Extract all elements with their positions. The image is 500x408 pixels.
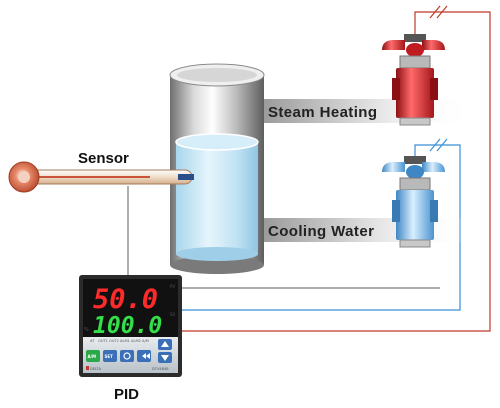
indicator-at: AT [90, 339, 95, 343]
brand-text: DELTA [90, 367, 101, 371]
control-wiring [127, 5, 491, 332]
indicator-alm2: ALM2 [131, 339, 141, 343]
pid-controller-icon: 50.0 100.0 PV SV % AT OUT1 OUT2 ALM1 ALM… [79, 275, 182, 377]
sv-display: 100.0 [93, 313, 162, 339]
double-left-icon [142, 353, 150, 359]
indicator-out2: OUT2 [109, 339, 119, 343]
pid-label: PID [114, 386, 139, 403]
steam-pipe [262, 99, 472, 123]
indicator-row: AT OUT1 OUT2 ALM1 ALM2 A/M [90, 339, 149, 343]
cycle-button[interactable] [120, 350, 134, 362]
brand-logo [86, 366, 89, 370]
indicator-alm1: ALM1 [120, 339, 130, 343]
cooling-valve-icon [382, 156, 445, 248]
steam-heating-label: Steam Heating [268, 104, 377, 121]
model-text: DTV4848 [152, 367, 169, 371]
auto-manual-button[interactable] [86, 350, 100, 362]
up-arrow-icon [161, 341, 169, 347]
auto-manual-button-label: A/M [88, 354, 97, 359]
cycle-icon [123, 352, 131, 360]
set-button-label: SET [105, 354, 114, 359]
down-arrow-icon [161, 355, 169, 361]
cooling-water-label: Cooling Water [268, 223, 374, 240]
tank-icon [169, 63, 265, 274]
indicator-am: A/M [142, 339, 149, 343]
percent-tag: % [84, 327, 89, 333]
pv-display: 50.0 [93, 284, 158, 315]
wire-cooling [182, 144, 461, 311]
sv-tag: SV [170, 312, 176, 317]
sensor-label: Sensor [78, 150, 129, 167]
indicator-out1: OUT1 [98, 339, 108, 343]
set-button[interactable] [103, 350, 117, 362]
pv-tag: PV [170, 284, 175, 289]
wire-steam [182, 11, 491, 332]
thermometer-icon [8, 161, 194, 193]
steam-valve-icon [382, 34, 445, 126]
